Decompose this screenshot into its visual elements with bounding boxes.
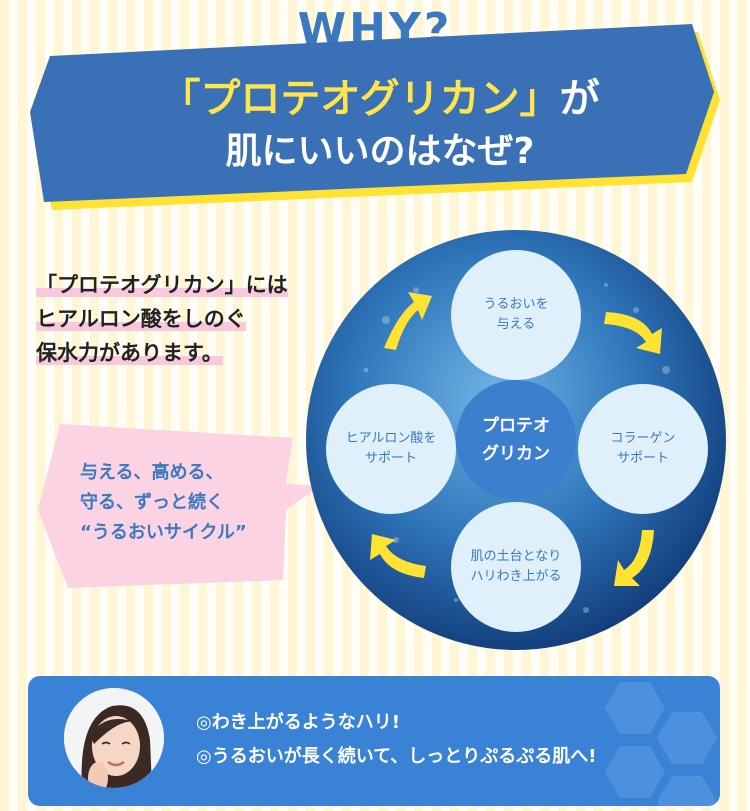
banner-title-product: 「プロテオグリカン」 <box>160 76 560 122</box>
speech-bubble: 与える、高める、 守る、ずっと続く “うるおいサイクル” <box>38 420 323 590</box>
bubble-line: “うるおいサイクル” <box>80 522 247 543</box>
intro-line: 保水力があります。 <box>36 341 223 365</box>
woman-avatar <box>64 688 164 788</box>
banner-title-particle: が <box>559 76 600 122</box>
intro-text: 「プロテオグリカン」には ヒアルロン酸をしのぐ 保水力があります。 <box>36 268 288 370</box>
hexagon-pattern <box>605 682 717 806</box>
cycle-node-right: コラーゲンサポート <box>578 384 708 514</box>
banner-shape <box>30 24 720 210</box>
arrow-curved-icon <box>370 292 662 586</box>
benefits-panel: ◎わき上がるようなハリ! ◎うるおいが長く続いて、しっとりぷるぷる肌へ! <box>28 676 720 806</box>
node-label: 肌の土台となり <box>470 549 562 564</box>
speech-bubble-shape <box>38 424 320 588</box>
cycle-node-left: ヒアルロン酸をサポート <box>326 384 456 514</box>
node-label: ハリわき上がる <box>470 569 562 584</box>
node-label: ヒアルロン酸を <box>345 431 437 446</box>
center-label: グリカン <box>482 444 550 464</box>
woman-face-icon <box>64 688 164 788</box>
banner-title: 「プロテオグリカン」が 肌にいいのはなぜ? <box>30 72 730 178</box>
intro-line: 「プロテオグリカン」には <box>36 273 288 297</box>
node-label: サポート <box>616 451 669 466</box>
intro-line: ヒアルロン酸をしのぐ <box>36 307 246 331</box>
node-label: サポート <box>364 451 417 466</box>
bubble-line: 与える、高める、 <box>80 462 224 483</box>
cycle-center-node: プロテオグリカン <box>456 380 576 500</box>
node-label: コラーゲン <box>610 431 676 446</box>
node-label: うるおいを <box>483 297 549 312</box>
cycle-node-bottom: 肌の土台となりハリわき上がる <box>451 502 581 632</box>
cycle-node-top: うるおいを与える <box>451 250 581 380</box>
center-label: プロテオ <box>482 416 550 436</box>
moisture-cycle-diagram: うるおいを与える コラーゲンサポート 肌の土台となりハリわき上がる ヒアルロン酸… <box>306 230 726 650</box>
benefits-list: ◎わき上がるようなハリ! ◎うるおいが長く続いて、しっとりぷるぷる肌へ! <box>196 706 596 774</box>
node-label: 与える <box>496 317 536 332</box>
bubble-text: 与える、高める、 守る、ずっと続く “うるおいサイクル” <box>80 458 247 548</box>
bubble-line: 守る、ずっと続く <box>80 492 224 513</box>
title-banner: 「プロテオグリカン」が 肌にいいのはなぜ? <box>30 24 730 214</box>
banner-title-line2: 肌にいいのはなぜ? <box>225 131 535 172</box>
benefit-item: ◎わき上がるようなハリ! <box>196 712 400 733</box>
benefit-item: ◎うるおいが長く続いて、しっとりぷるぷる肌へ! <box>196 746 597 767</box>
